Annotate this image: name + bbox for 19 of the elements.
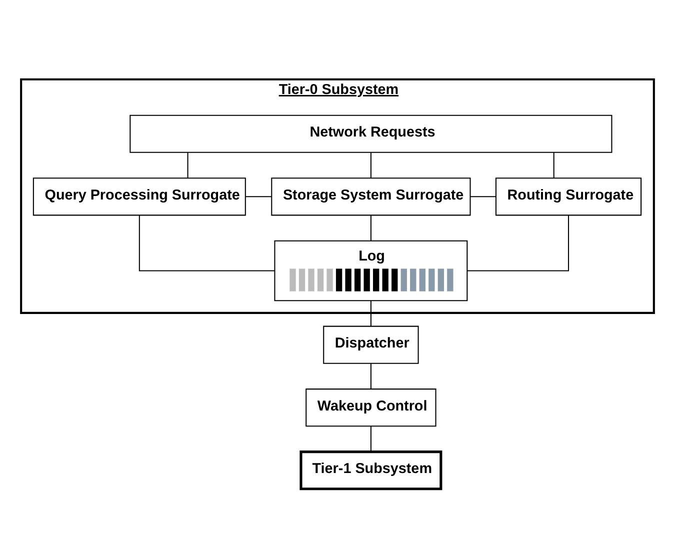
connector [467,215,570,272]
connector [138,215,274,272]
node-box: Tier-1 Subsystem [300,450,442,490]
connector [553,152,554,178]
node-box: Dispatcher [323,326,419,364]
node-box: Network Requests [130,114,612,153]
connector [370,152,372,178]
connector [370,426,372,452]
node-box: Routing Surrogate [495,178,642,216]
node-box: Storage System Surrogate [271,178,471,216]
connector [187,152,188,178]
connector [370,215,372,241]
connector [370,300,372,326]
connector [470,196,496,198]
connector [370,364,372,389]
connector [246,196,272,198]
node-box: Log [274,240,468,302]
node-box: Query Processing Surrogate [32,178,246,216]
node-box: Wakeup Control [306,388,436,427]
